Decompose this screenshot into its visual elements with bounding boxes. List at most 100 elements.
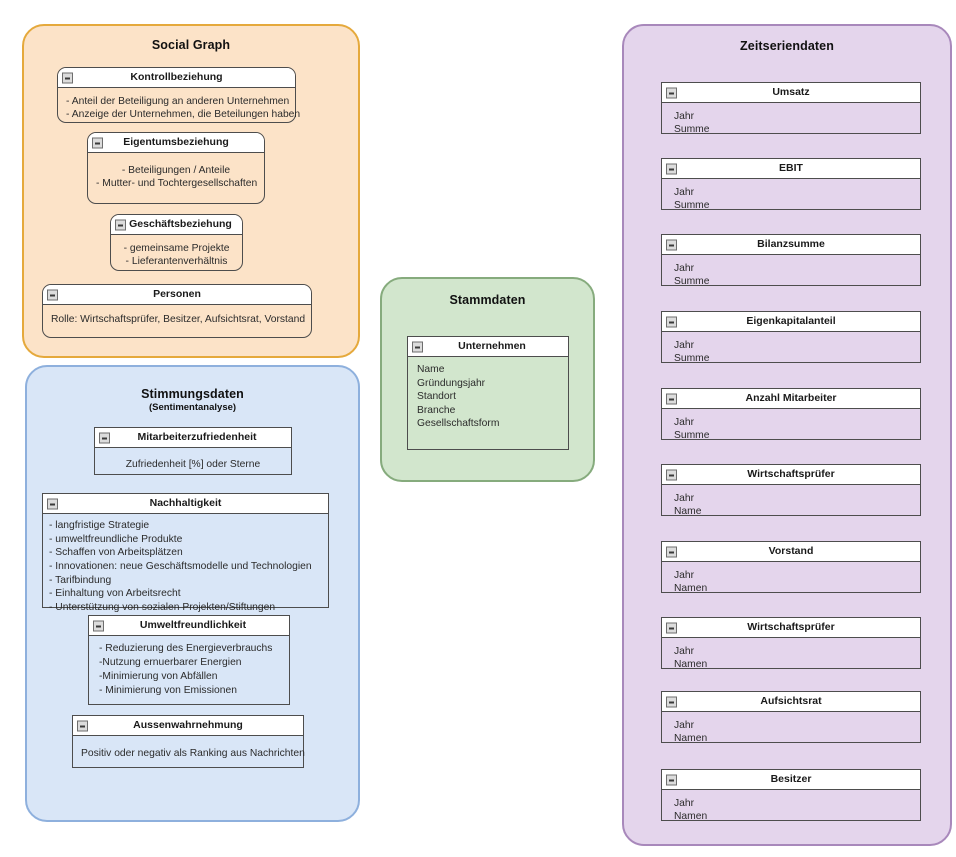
card-anzahl-mitarbeiter[interactable]: Anzahl Mitarbeiter Jahr Summe (661, 388, 921, 441)
collapse-minus-icon[interactable] (666, 87, 677, 98)
card-header[interactable]: Mitarbeiterzufriedenheit (95, 428, 291, 448)
card-header[interactable]: Besitzer (662, 770, 920, 790)
card-header[interactable]: Umsatz (662, 83, 920, 103)
card-nachhaltigkeit[interactable]: Nachhaltigkeit - langfristige Strategie … (42, 493, 329, 613)
card-ebit[interactable]: EBIT Jahr Summe (661, 158, 921, 211)
card-besitzer[interactable]: Besitzer Jahr Namen (661, 769, 921, 823)
card-title: Aufsichtsrat (760, 695, 822, 708)
collapse-minus-icon[interactable] (412, 341, 423, 352)
card-line: -Nutzung ernuerbarer Energien (99, 656, 242, 668)
card-header[interactable]: Aufsichtsrat (662, 692, 920, 712)
collapse-minus-icon[interactable] (666, 239, 677, 250)
card-line: Standort (417, 391, 456, 403)
collapse-minus-icon[interactable] (47, 498, 58, 509)
card-line: Summe (674, 200, 710, 212)
card-umsatz[interactable]: Umsatz Jahr Summe (661, 82, 921, 135)
card-bilanzsumme[interactable]: Bilanzsumme Jahr Summe (661, 234, 921, 287)
collapse-minus-icon[interactable] (666, 316, 677, 327)
card-mitarbeiterzufriedenheit[interactable]: Mitarbeiterzufriedenheit Zufriedenheit [… (94, 427, 292, 475)
card-header[interactable]: Eigentumsbeziehung (88, 133, 264, 153)
card-title: Besitzer (770, 773, 812, 786)
collapse-minus-icon[interactable] (93, 620, 104, 631)
card-wirtschaftspruefer-name[interactable]: Wirtschaftsprüfer Jahr Name (661, 464, 921, 518)
card-line: - Mutter- und Tochtergesellschaften (96, 178, 258, 190)
collapse-minus-icon[interactable] (666, 469, 677, 480)
card-header[interactable]: Kontrollbeziehung (58, 68, 295, 88)
card-body: Jahr Summe (662, 103, 920, 142)
card-line: Name (674, 506, 702, 518)
card-wirtschaftspruefer-namen[interactable]: Wirtschaftsprüfer Jahr Namen (661, 617, 921, 670)
group-zeitseriendaten[interactable]: Zeitseriendaten Umsatz Jahr Summe EBIT J… (622, 24, 952, 846)
card-header[interactable]: Vorstand (662, 542, 920, 562)
group-stimmungsdaten[interactable]: Stimmungsdaten (Sentimentanalyse) Mitarb… (25, 365, 360, 822)
card-vorstand[interactable]: Vorstand Jahr Namen (661, 541, 921, 594)
collapse-minus-icon[interactable] (92, 137, 103, 148)
collapse-minus-icon[interactable] (47, 289, 58, 300)
card-title: Wirtschaftsprüfer (747, 468, 835, 481)
collapse-minus-icon[interactable] (115, 219, 126, 230)
collapse-minus-icon[interactable] (666, 774, 677, 785)
card-umweltfreundlichkeit[interactable]: Umweltfreundlichkeit - Reduzierung des E… (88, 615, 290, 705)
card-title: Anzahl Mitarbeiter (745, 392, 837, 405)
card-line: - Schaffen von Arbeitsplätzen (49, 547, 183, 559)
group-stammdaten[interactable]: Stammdaten Unternehmen Name Gründungsjah… (380, 277, 595, 482)
card-header[interactable]: Geschäftsbeziehung (111, 215, 242, 235)
card-header[interactable]: Bilanzsumme (662, 235, 920, 255)
card-line: - Tarifbindung (49, 574, 112, 586)
collapse-minus-icon[interactable] (666, 696, 677, 707)
collapse-minus-icon[interactable] (666, 546, 677, 557)
group-zeitseriendaten-title: Zeitseriendaten (740, 39, 834, 53)
card-header[interactable]: Unternehmen (408, 337, 568, 357)
card-body: - Anteil der Beteiligung an anderen Unte… (58, 88, 301, 127)
card-personen[interactable]: Personen Rolle: Wirtschaftsprüfer, Besit… (42, 284, 312, 338)
collapse-minus-icon[interactable] (666, 622, 677, 633)
card-header[interactable]: EBIT (662, 159, 920, 179)
card-aufsichtsrat[interactable]: Aufsichtsrat Jahr Namen (661, 691, 921, 745)
card-eigenkapitalanteil[interactable]: Eigenkapitalanteil Jahr Summe (661, 311, 921, 364)
collapse-minus-icon[interactable] (99, 432, 110, 443)
card-title: Bilanzsumme (757, 238, 825, 251)
card-header[interactable]: Wirtschaftsprüfer (662, 618, 920, 638)
card-line: Jahr (674, 417, 695, 428)
card-line: Jahr (674, 340, 695, 351)
collapse-minus-icon[interactable] (62, 72, 73, 83)
card-header[interactable]: Anzahl Mitarbeiter (662, 389, 920, 409)
card-line: - Reduzierung des Energieverbrauchs (99, 643, 273, 654)
card-line: Jahr (674, 798, 695, 809)
collapse-minus-icon[interactable] (666, 163, 677, 174)
card-body: Jahr Summe (662, 255, 920, 294)
card-header[interactable]: Eigenkapitalanteil (662, 312, 920, 332)
card-eigentumsbeziehung[interactable]: Eigentumsbeziehung - Beteiligungen / Ant… (87, 132, 265, 204)
card-body: Jahr Namen (662, 638, 920, 677)
collapse-minus-icon[interactable] (77, 720, 88, 731)
card-header[interactable]: Nachhaltigkeit (43, 494, 328, 514)
collapse-minus-icon[interactable] (666, 393, 677, 404)
card-title: Nachhaltigkeit (149, 497, 222, 510)
card-aussenwahrnehmung[interactable]: Aussenwahrnehmung Positiv oder negativ a… (72, 715, 305, 768)
card-line: - Einhaltung von Arbeitsrecht (49, 588, 181, 600)
card-line: Branche (417, 404, 456, 416)
card-line: - gemeinsame Projekte (123, 243, 230, 254)
group-social-graph[interactable]: Social Graph Kontrollbeziehung - Anteil … (22, 24, 360, 358)
card-header[interactable]: Umweltfreundlichkeit (89, 616, 289, 636)
card-line: - Unterstützung von sozialen Projekten/S… (49, 602, 276, 614)
card-body: Positiv oder negativ als Ranking aus Nac… (73, 736, 305, 766)
card-geschaeftsbeziehung[interactable]: Geschäftsbeziehung - gemeinsame Projekte… (110, 214, 243, 271)
card-kontrollbeziehung[interactable]: Kontrollbeziehung - Anteil der Beteiligu… (57, 67, 300, 123)
card-header[interactable]: Wirtschaftsprüfer (662, 465, 920, 485)
card-header[interactable]: Aussenwahrnehmung (73, 716, 303, 736)
card-body: Jahr Summe (662, 179, 920, 218)
card-title: Personen (153, 288, 201, 301)
card-line: Jahr (674, 187, 695, 198)
card-body: Jahr Namen (662, 562, 920, 601)
card-title: Umweltfreundlichkeit (139, 619, 247, 632)
card-line: Jahr (674, 263, 695, 274)
card-line: - Lieferantenverhältnis (125, 256, 228, 268)
card-header[interactable]: Personen (43, 285, 311, 305)
card-title: Wirtschaftsprüfer (747, 621, 835, 634)
card-line: - Anzeige der Unternehmen, die Beteilung… (66, 109, 301, 121)
card-unternehmen[interactable]: Unternehmen Name Gründungsjahr Standort … (407, 336, 569, 450)
card-line: Namen (674, 733, 708, 745)
card-line: Namen (674, 811, 708, 823)
